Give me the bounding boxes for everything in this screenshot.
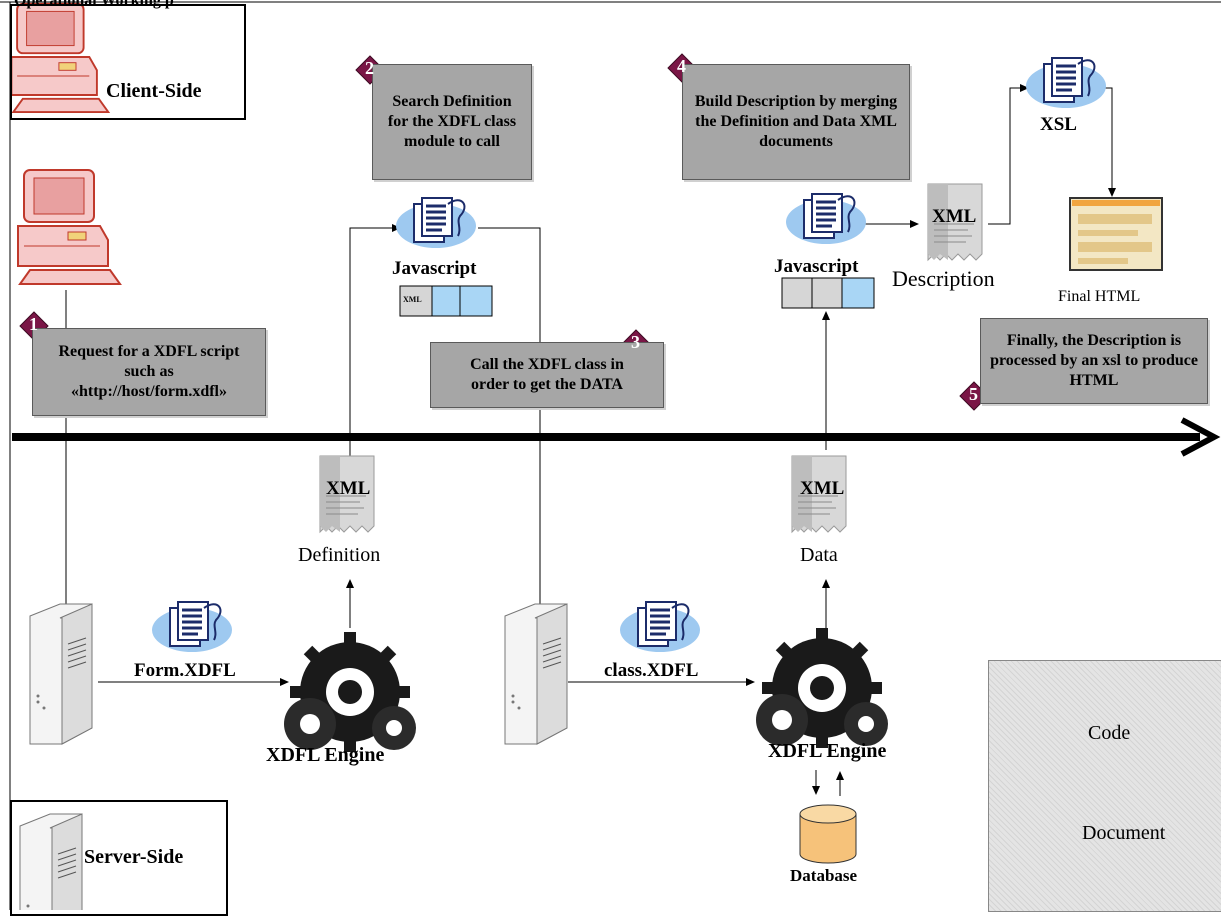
definition-label: Definition xyxy=(298,544,380,567)
step-4-text: Build Description by merging the Definit… xyxy=(683,92,909,152)
step-1-box: Request for a XDFL script such as «http:… xyxy=(32,328,266,416)
data-xml-label: XML xyxy=(800,478,844,500)
code-icon xyxy=(396,198,476,248)
array-xml-label: XML xyxy=(403,295,422,304)
class-xdfl-label: class.XDFL xyxy=(604,660,698,682)
xdfl-engine-gears-icon xyxy=(284,632,416,752)
database-icon xyxy=(800,805,856,863)
legend-code-label: Code xyxy=(1088,722,1130,745)
step-2-number: 2 xyxy=(365,58,374,79)
step-5-box: Finally, the Description is processed by… xyxy=(980,318,1208,404)
step-5-number: 5 xyxy=(969,384,978,405)
description-xml-label: XML xyxy=(932,206,976,228)
form-xdfl-label: Form.XDFL xyxy=(134,660,236,682)
xsl-label: XSL xyxy=(1040,114,1077,136)
code-icon xyxy=(1026,58,1106,108)
database-label: Database xyxy=(790,866,857,886)
final-html-label: Final HTML xyxy=(1058,288,1140,306)
description-label: Description xyxy=(892,266,995,292)
step-1-number: 1 xyxy=(29,314,38,335)
step-3-text: Call the XDFL class in order to get the … xyxy=(431,355,663,395)
step-3-box: Call the XDFL class in order to get the … xyxy=(430,342,664,408)
legend-document-label: Document xyxy=(1082,822,1165,845)
javascript-label-2: Javascript xyxy=(774,256,858,278)
legend-panel xyxy=(988,660,1221,912)
step-5-text: Finally, the Description is processed by… xyxy=(981,331,1207,391)
step-4-box: Build Description by merging the Definit… xyxy=(682,64,910,180)
xdfl-engine-gears-icon xyxy=(756,628,888,748)
web-server-icon xyxy=(30,604,92,744)
code-icon xyxy=(620,602,700,652)
client-computer-icon xyxy=(18,170,120,284)
xdfl-engine-label-2: XDFL Engine xyxy=(768,740,886,763)
step-1-text: Request for a XDFL script such as «http:… xyxy=(33,342,265,402)
web-server-icon xyxy=(505,604,567,744)
definition-xml-label: XML xyxy=(326,478,370,500)
step-3-number: 3 xyxy=(631,332,640,353)
javascript-array-2 xyxy=(782,278,874,308)
step-2-text: Search Definition for the XDFL class mod… xyxy=(373,92,531,152)
server-side-label: Server-Side xyxy=(84,846,183,869)
step-2-box: Search Definition for the XDFL class mod… xyxy=(372,64,532,180)
xdfl-engine-label-1: XDFL Engine xyxy=(266,744,384,767)
code-icon xyxy=(152,602,232,652)
javascript-label-1: Javascript xyxy=(392,258,476,280)
step-4-number: 4 xyxy=(677,56,686,77)
client-side-label: Client-Side xyxy=(106,80,202,103)
code-icon xyxy=(786,194,866,244)
final-html-thumbnail xyxy=(1070,198,1162,270)
data-label: Data xyxy=(800,544,838,567)
